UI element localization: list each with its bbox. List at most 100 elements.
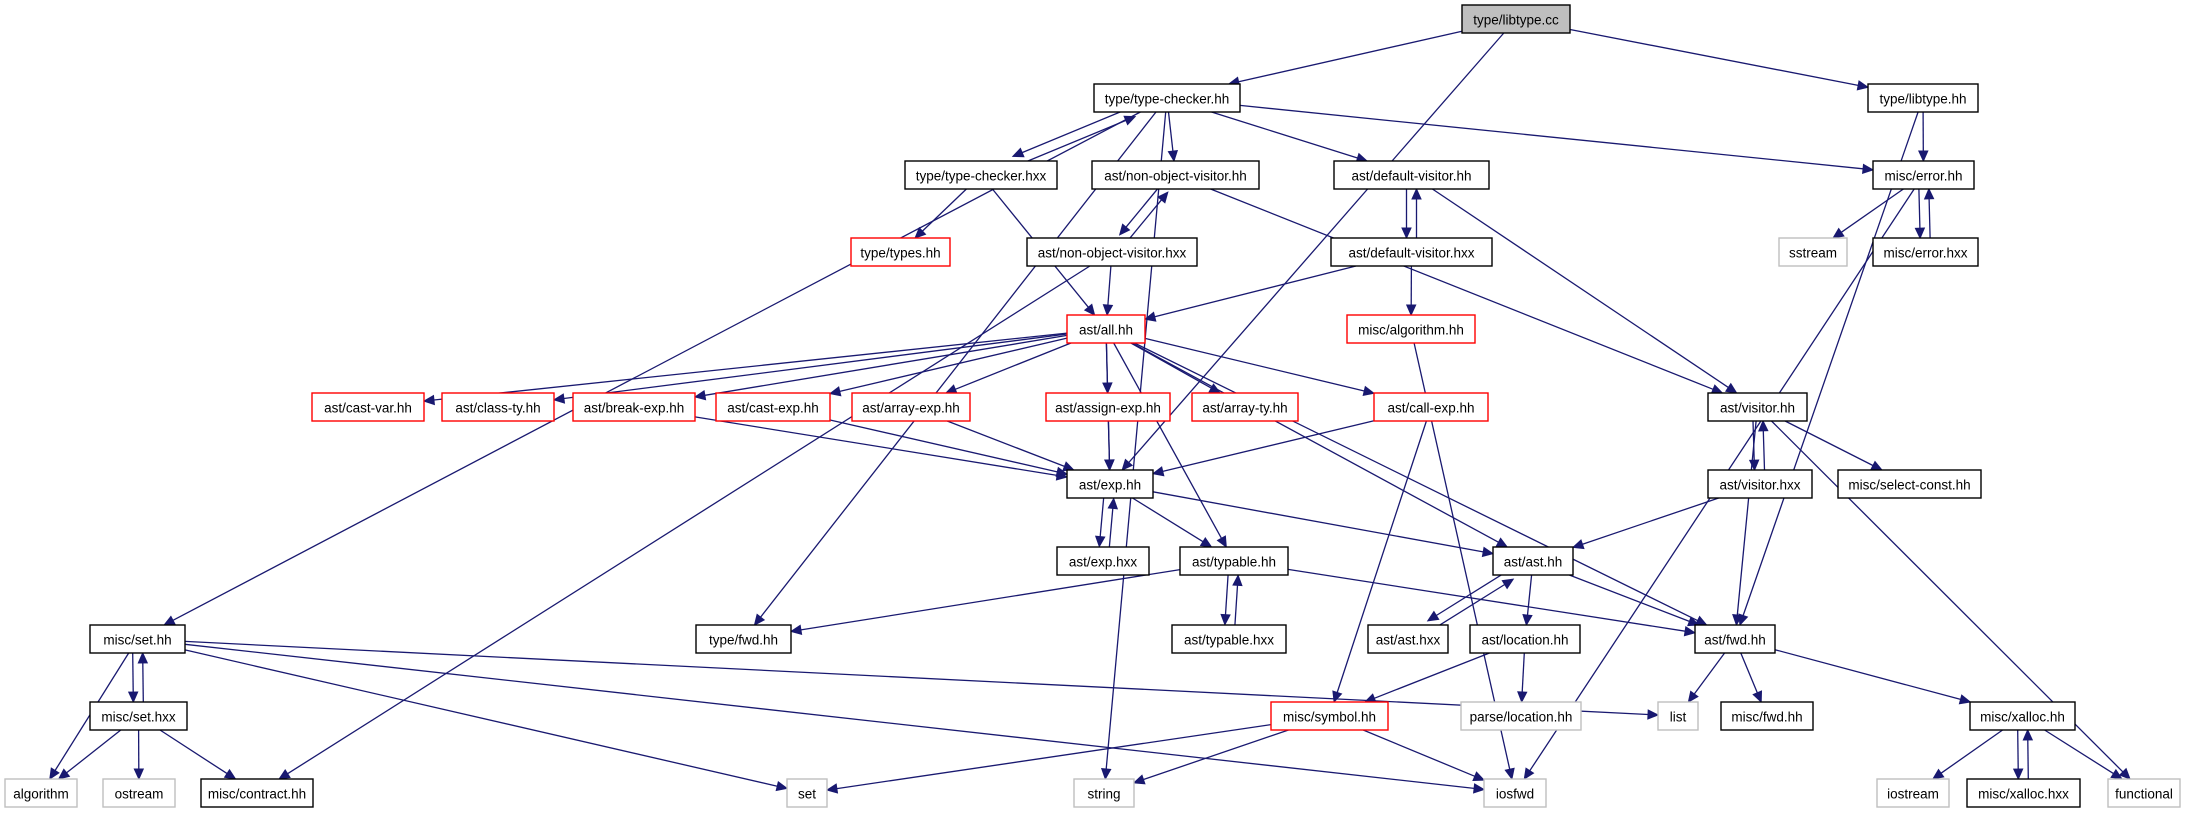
arrowhead-location_hh-to-parse_location_hh [1517,691,1528,704]
file-node-box [1056,546,1150,576]
include-edge-libtype_hh-to-ast_fwd_hh [1742,111,1919,616]
include-edge-misc_set_hxx-to-misc_set_hh [142,662,144,702]
file-node-exp-hxx[interactable]: ast/exp.hxx [1056,546,1150,576]
file-node-default-visitor-hh[interactable]: ast/default-visitor.hh [1333,160,1490,190]
file-node-ast-hxx[interactable]: ast/ast.hxx [1367,624,1449,654]
include-edge-typable_hxx-to-typable_hh [1234,585,1239,626]
arrowhead-type_checker_hxx-to-type_checker_hh [1123,115,1137,126]
file-node-visitor-hh[interactable]: ast/visitor.hh [1707,392,1808,422]
file-node-ast-hh[interactable]: ast/ast.hh [1492,546,1574,576]
file-node-label: ast/typable.hh [1192,555,1276,570]
file-node-call-exp-hh[interactable]: ast/call-exp.hh [1373,392,1489,422]
file-node-select-const-hh[interactable]: misc/select-const.hh [1837,469,1982,499]
file-node-xalloc-hxx[interactable]: misc/xalloc.hxx [1966,778,2081,808]
file-node-label: algorithm [13,787,69,802]
file-node-typable-hxx[interactable]: ast/typable.hxx [1171,624,1287,654]
file-node-label: misc/fwd.hh [1731,710,1802,725]
file-node-assign-exp-hh[interactable]: ast/assign-exp.hh [1045,392,1171,422]
file-node-box [4,778,78,808]
arrowhead-misc_set_hh-to-list [1647,709,1660,720]
file-node-visitor-hxx[interactable]: ast/visitor.hxx [1707,469,1813,499]
arrowhead-misc_set_hh-to-misc_set_hxx [127,691,139,704]
file-node-box [1694,624,1776,654]
file-node-ast-fwd-hh[interactable]: ast/fwd.hh [1694,624,1776,654]
file-node-contract-hh[interactable]: misc/contract.hh [200,778,314,808]
arrowhead-all_hh-to-typable_hh [1216,535,1227,549]
arrowhead-libtype_cc-to-exp_hh [1121,458,1134,471]
file-node-label: misc/xalloc.hxx [1978,787,2069,802]
include-edge-all_hh-to-cast_exp_hh [839,337,1068,393]
include-edge-location_hh-to-symbol_hh [1374,652,1490,699]
file-node-class-ty-hh[interactable]: ast/class-ty.hh [441,392,555,422]
include-edge-all_hh-to-ast_fwd_hh [1134,342,1698,622]
arrowhead-type_checker_hh-to-string [1100,768,1112,781]
file-node-box [572,392,696,422]
file-node-label: ast/array-exp.hh [862,401,960,416]
file-node-box [1966,778,2081,808]
file-node-label: ast/all.hh [1079,323,1133,338]
arrowhead-type_checker_hxx-to-types_hh [914,226,927,239]
file-node-label: ast/visitor.hh [1720,401,1795,416]
arrowhead-symbol_hh-to-string [1132,774,1146,785]
file-node-libtype-cc[interactable]: type/libtype.cc [1461,4,1571,34]
file-node-libtype-hh[interactable]: type/libtype.hh [1867,83,1979,113]
file-node-label: ast/exp.hxx [1069,555,1138,570]
file-node-type-checker-hh[interactable]: type/type-checker.hh [1093,83,1241,113]
file-node-array-exp-hh[interactable]: ast/array-exp.hh [851,392,971,422]
file-node-label: list [1670,710,1687,725]
file-node-non-object-visitor-hxx[interactable]: ast/non-object-visitor.hxx [1026,237,1198,267]
include-edge-all_hh-to-ast_hh [1131,342,1499,543]
file-node-default-visitor-hxx[interactable]: ast/default-visitor.hxx [1330,237,1493,267]
file-node-typable-hh[interactable]: ast/typable.hh [1179,546,1289,576]
file-node-xalloc-hh[interactable]: misc/xalloc.hh [1969,701,2076,731]
include-edge-all_hh-to-cast_var_hh [433,332,1068,401]
file-node-misc-error-hxx[interactable]: misc/error.hxx [1872,237,1979,267]
file-node-box [695,624,792,654]
file-node-misc-set-hh[interactable]: misc/set.hh [89,624,186,654]
file-node-cast-var-hh[interactable]: ast/cast-var.hh [311,392,425,422]
include-edge-typable_hh-to-type_fwd_hh [800,568,1181,631]
arrowhead-misc_set_hh-to-iosfwd [1473,783,1486,794]
arrowhead-default_visitor_hxx-to-all_hh [1143,311,1157,322]
include-edge-exp_hh-to-typable_hh [1132,497,1204,543]
file-node-all-hh[interactable]: ast/all.hh [1066,314,1146,344]
include-edge-cast_exp_hh-to-exp_hh [829,419,1058,473]
file-node-label: misc/xalloc.hh [1980,710,2065,725]
include-edge-libtype_cc-to-exp_hh [1128,32,1505,463]
file-node-type-fwd-hh[interactable]: type/fwd.hh [695,624,792,654]
include-edge-ast_fwd_hh-to-misc_fwd_hh [1740,652,1758,694]
file-node-break-exp-hh[interactable]: ast/break-exp.hh [572,392,696,422]
file-node-misc-set-hxx[interactable]: misc/set.hxx [89,701,188,731]
include-edge-type_checker_hh-to-string [1105,111,1167,770]
arrowhead-visitor_hh-to-select_const_hh [1870,460,1883,471]
file-node-symbol-hh[interactable]: misc/symbol.hh [1270,701,1389,731]
arrowhead-type_checker_hh-to-misc_error_hh [1862,163,1875,175]
file-node-location-hh[interactable]: ast/location.hh [1469,624,1581,654]
file-node-label: ast/fwd.hh [1704,633,1766,648]
file-node-box [1091,160,1260,190]
include-edge-visitor_hxx-to-visitor_hh [1762,430,1766,470]
file-node-string: string [1073,778,1135,808]
include-edge-assign_exp_hh-to-exp_hh [1107,420,1111,461]
file-node-box [1171,624,1287,654]
file-node-non-object-visitor-hh[interactable]: ast/non-object-visitor.hh [1091,160,1260,190]
arrowhead-visitor_hh-to-functional [2118,767,2131,780]
file-node-types-hh[interactable]: type/types.hh [850,237,951,267]
include-edge-xalloc_hh-to-xalloc_hxx [2017,730,2019,770]
file-node-algorithm-hh[interactable]: misc/algorithm.hh [1346,314,1476,344]
file-node-box [1066,314,1146,344]
file-node-box [850,237,951,267]
include-edge-call_exp_hh-to-exp_hh [1162,420,1375,473]
file-node-misc-fwd-hh[interactable]: misc/fwd.hh [1720,701,1814,731]
file-node-label: misc/algorithm.hh [1358,323,1464,338]
file-node-box [1872,160,1975,190]
arrowhead-all_hh-to-ast_hh [1495,537,1509,548]
file-node-cast-exp-hh[interactable]: ast/cast-exp.hh [715,392,831,422]
file-node-label: ast/array-ty.hh [1202,401,1287,416]
file-node-array-ty-hh[interactable]: ast/array-ty.hh [1191,392,1299,422]
file-node-misc-error-hh[interactable]: misc/error.hh [1872,160,1975,190]
include-edge-ast_hxx-to-ast_hh [1432,583,1506,630]
file-node-exp-hh[interactable]: ast/exp.hh [1066,469,1154,499]
file-node-parse-location-hh: parse/location.hh [1460,701,1582,731]
file-node-type-checker-hxx[interactable]: type/type-checker.hxx [904,160,1058,190]
